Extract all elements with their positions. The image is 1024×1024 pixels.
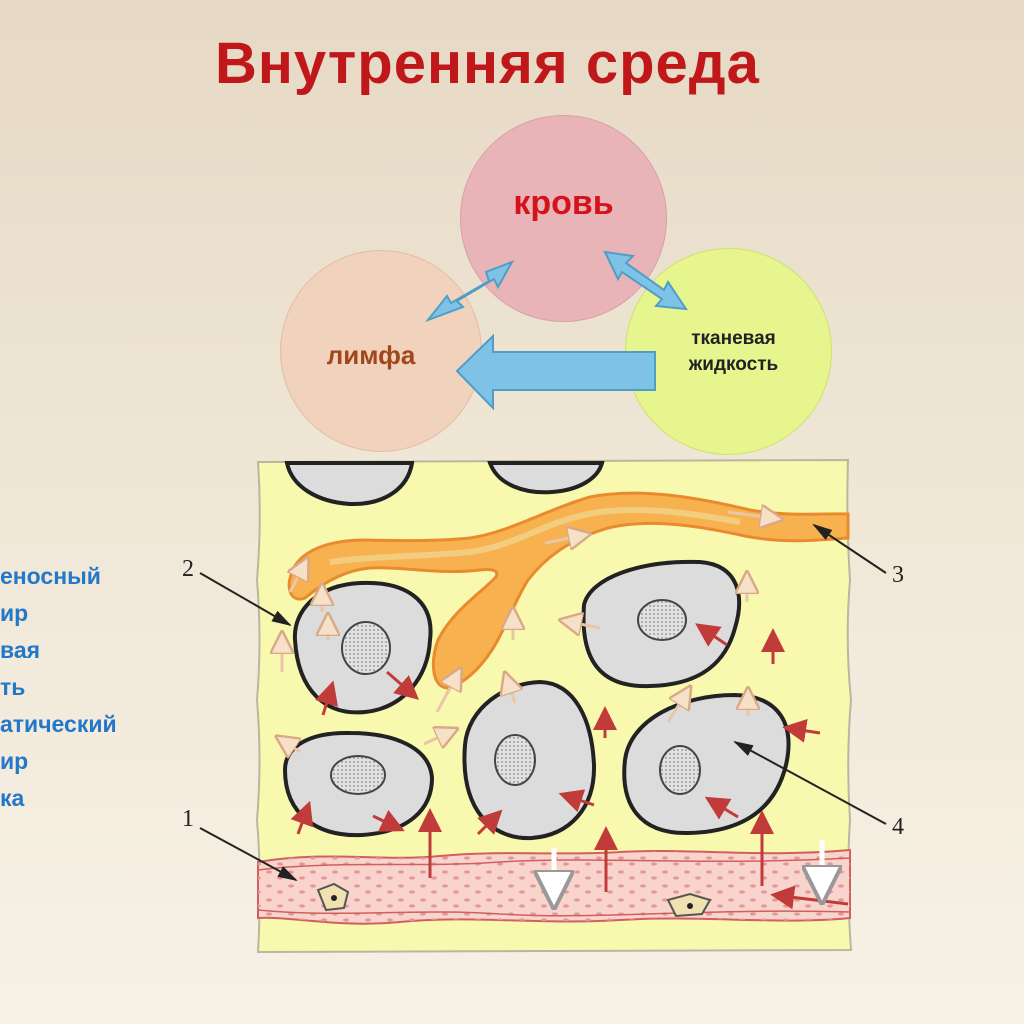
- lymph-label: лимфа: [326, 339, 416, 370]
- legend: еносный ир вая ть атический ир ка: [0, 558, 180, 817]
- tissue-fluid-label: тканевая жидкость: [664, 326, 804, 378]
- nucleus: [659, 745, 701, 795]
- cell: [284, 461, 415, 507]
- blood-tissue-arrow: [603, 250, 689, 311]
- legend-item: ир: [0, 748, 29, 774]
- legend-item: ир: [0, 600, 29, 626]
- pale-arrows: [282, 512, 772, 752]
- blood-label: кровь: [513, 184, 614, 222]
- cell: [487, 461, 605, 495]
- tissue-diagram: 1 2 3 4: [182, 458, 904, 954]
- legend-item: атический: [0, 711, 117, 737]
- legend-item: ка: [0, 785, 25, 811]
- callout-number-1: 1: [182, 806, 194, 832]
- nucleus: [637, 599, 687, 641]
- nucleus: [341, 621, 391, 675]
- exchange-arrows: [424, 250, 689, 411]
- legend-item: еносный: [0, 563, 101, 589]
- blood-lymph-arrow: [424, 260, 515, 323]
- page-title: Внутренняя среда: [215, 31, 760, 96]
- red-arrows: [290, 623, 849, 910]
- blood-circle: кровь: [460, 115, 667, 322]
- white-arrows: [554, 840, 822, 890]
- callout-lines: [199, 523, 887, 881]
- tissue-lymph-arrow: [455, 333, 656, 411]
- legend-item: вая: [0, 637, 41, 663]
- nucleus: [330, 755, 386, 795]
- nucleus: [494, 734, 536, 786]
- legend-item: ть: [0, 674, 26, 700]
- callout-number-2: 2: [182, 556, 194, 582]
- tissue-fluid-label-line2: жидкость: [688, 353, 779, 375]
- callout-number-3: 3: [892, 562, 904, 588]
- tissue-fluid-label-line1: тканевая: [691, 327, 776, 349]
- callout-number-4: 4: [892, 814, 904, 840]
